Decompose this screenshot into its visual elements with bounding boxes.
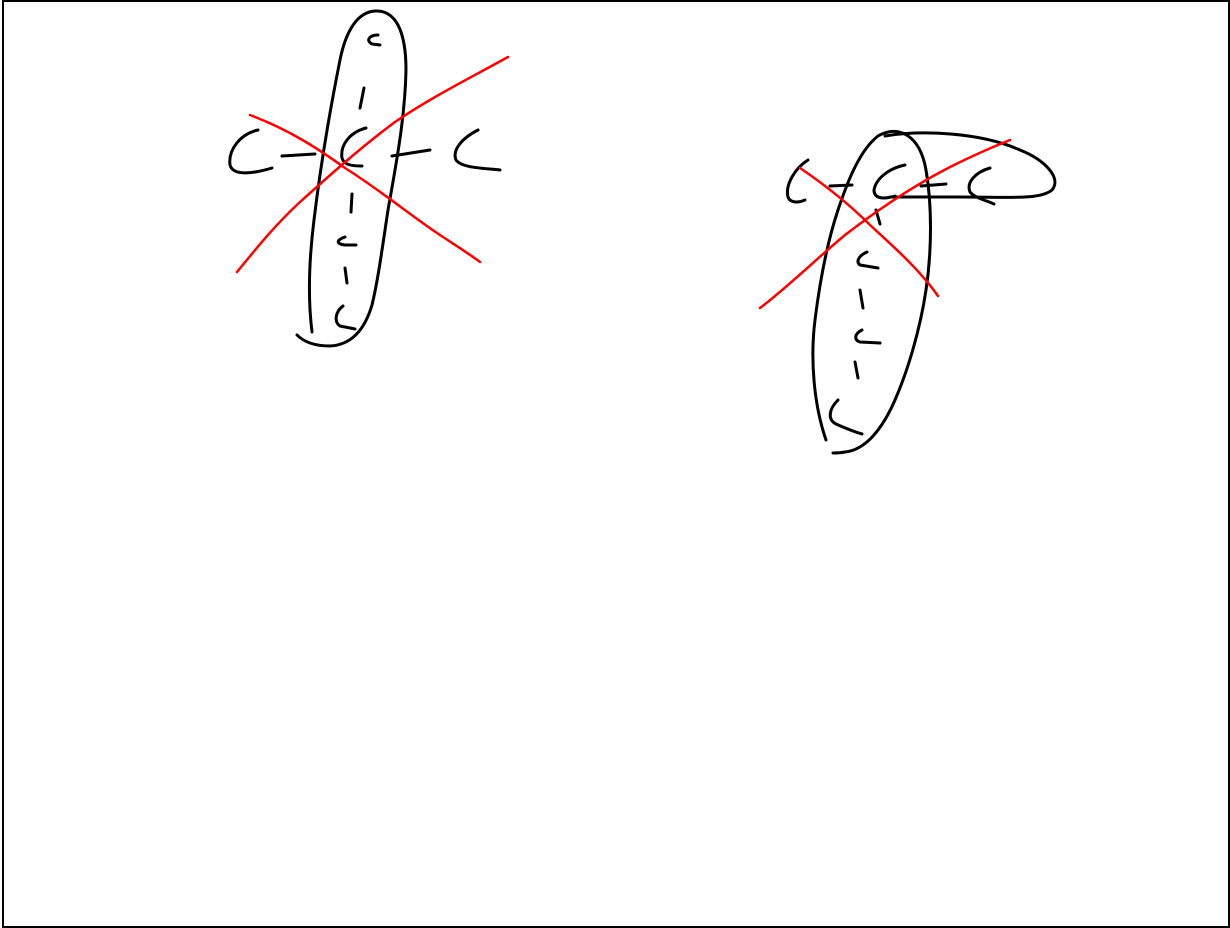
right-c-v2 [856,330,880,343]
right-strike-line-2 [760,140,1010,308]
left-c-stroke-3 [336,306,355,329]
left-c-far-right [455,130,500,170]
right-dash-v2 [860,290,863,308]
right-c-far-left [787,160,808,202]
right-dash-h1 [830,185,852,186]
right-dash-h2 [921,184,946,186]
right-c-v1 [858,252,878,268]
right-c-v3 [830,400,862,434]
left-sketch [230,11,500,346]
left-strike-line-1 [250,115,480,262]
left-dash-3 [345,268,347,283]
left-enclosing-loop [297,11,406,346]
canvas-border [3,1,1229,927]
right-dash-v3 [855,362,858,378]
left-dash-h1 [282,154,315,156]
left-dash-1 [360,88,364,108]
right-sketch [787,131,1054,453]
left-c-stroke-2 [338,237,356,245]
right-c-center [874,165,905,198]
left-dash-2 [351,194,352,212]
left-c-stroke-1 [369,35,380,45]
left-c-far-left [230,130,272,173]
right-enclosing-loop [813,131,931,453]
right-strike-x [760,140,1010,308]
